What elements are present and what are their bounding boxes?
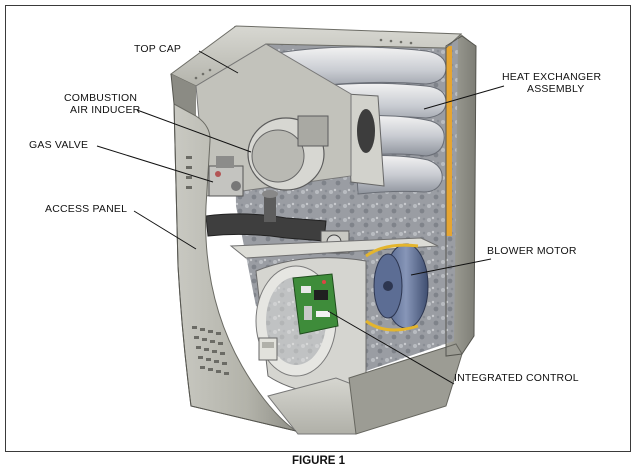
combustion-air-inducer (247, 115, 329, 191)
label-heat-exchanger-line2: ASSEMBLY (527, 83, 585, 95)
label-top-cap: TOP CAP (134, 43, 182, 55)
figure-frame: TOP CAP COMBUSTION AIR INDUCER GAS VALVE… (5, 5, 631, 452)
leader-lines (96, 50, 505, 385)
label-integrated-control: INTEGRATED CONTROL (454, 372, 579, 384)
label-heat-exchanger-line1: HEAT EXCHANGER (502, 71, 602, 83)
blower-motor (365, 243, 429, 332)
gas-valve (208, 156, 244, 197)
furnace-illustration (96, 25, 505, 435)
label-gas-valve: GAS VALVE (29, 139, 89, 151)
label-combustion-air-inducer-line2: AIR INDUCER (70, 104, 141, 116)
lower-front-panel (348, 343, 463, 435)
figure-caption: FIGURE 1 (291, 455, 346, 467)
label-blower-motor: BLOWER MOTOR (487, 245, 577, 257)
integrated-control-board (292, 273, 339, 335)
label-combustion-air-inducer-line1: COMBUSTION (64, 92, 138, 104)
label-access-panel: ACCESS PANEL (45, 203, 128, 215)
